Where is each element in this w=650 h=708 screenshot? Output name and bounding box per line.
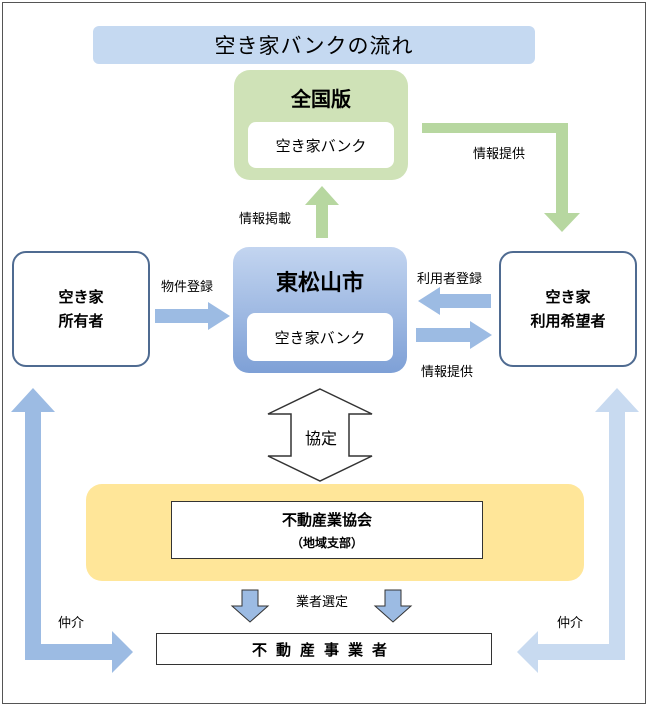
- user-line2: 利用希望者: [530, 312, 606, 330]
- user-line1: 空き家: [545, 288, 591, 306]
- owner-line1: 空き家: [58, 288, 104, 306]
- dealer-select-arrow-right: [373, 589, 413, 623]
- association-name: 不動産業協会: [281, 511, 372, 529]
- broker-right-arrow: [517, 388, 639, 673]
- association-box: 不動産業協会 （地域支部）: [171, 501, 483, 559]
- broker-left-arrow: [11, 388, 133, 673]
- owner-line2: 所有者: [58, 312, 104, 330]
- property-register-arrow: [155, 302, 230, 330]
- city-bank-label: 空き家バンク: [247, 313, 393, 361]
- info-post-arrow: [305, 186, 339, 238]
- info-provide-arrow: [416, 321, 492, 349]
- dealer-select-arrow-left: [230, 589, 270, 623]
- association-sub: （地域支部）: [290, 536, 363, 550]
- info-provide-city-label: 情報提供: [421, 365, 474, 380]
- user-register-arrow: [418, 287, 491, 315]
- dealer-select-label: 業者選定: [296, 595, 349, 610]
- dealer-box: 不動産事業者: [156, 633, 492, 665]
- city-bank-title: 東松山市: [275, 271, 364, 296]
- user-box: 空き家 利用希望者: [499, 251, 637, 367]
- owner-box: 空き家 所有者: [12, 251, 150, 367]
- property-register-label: 物件登録: [161, 280, 214, 295]
- broker-left-label: 仲介: [58, 616, 85, 631]
- info-post-label: 情報掲載: [239, 212, 292, 227]
- info-provide-national-label: 情報提供: [473, 147, 526, 162]
- user-register-label: 利用者登録: [417, 272, 483, 287]
- national-bank-label: 空き家バンク: [248, 122, 394, 168]
- national-bank-title: 全国版: [291, 86, 351, 111]
- agreement-label: 協定: [305, 429, 338, 448]
- national-to-user-arrow: [422, 123, 580, 232]
- agreement-arrow: [267, 388, 373, 482]
- broker-right-label: 仲介: [557, 616, 584, 631]
- diagram-title: 空き家バンクの流れ: [93, 26, 535, 64]
